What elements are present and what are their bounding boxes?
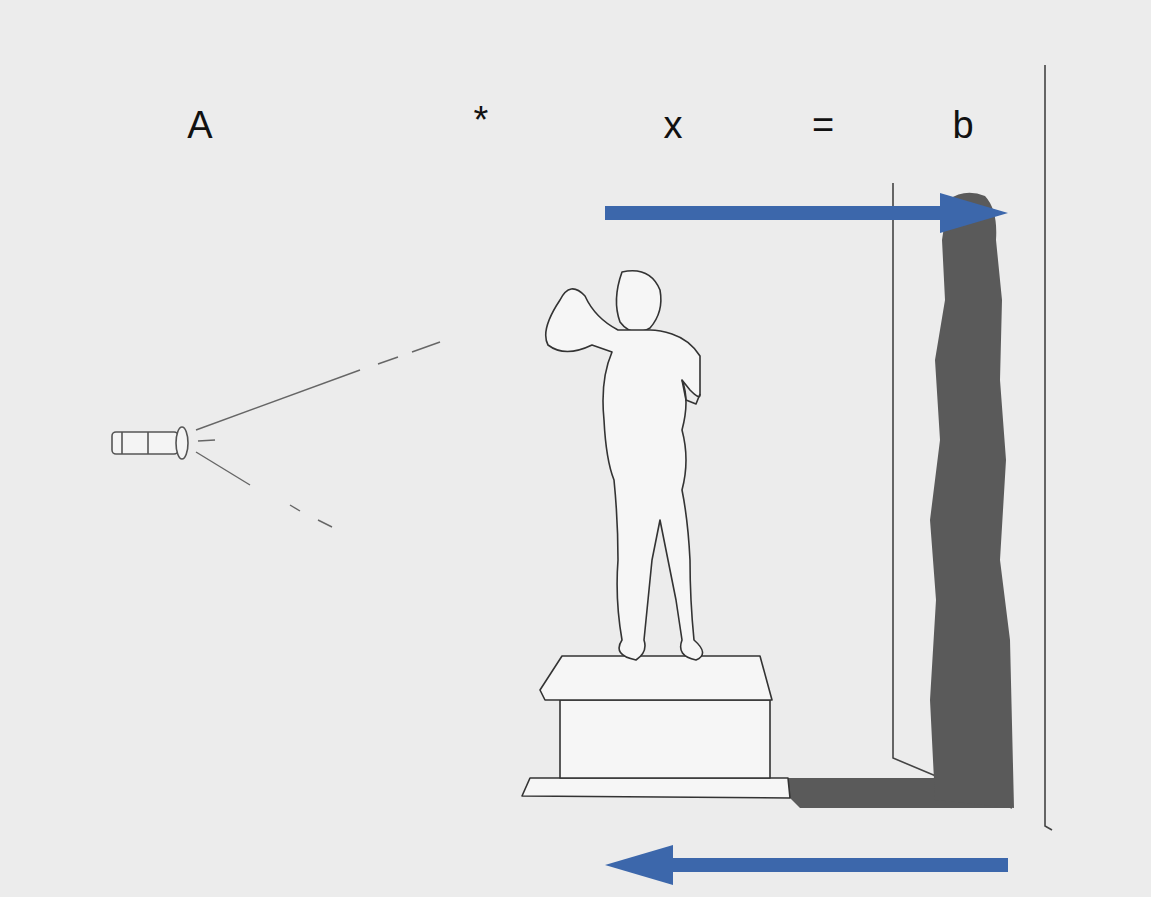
wall xyxy=(893,65,1052,830)
statue-arm xyxy=(682,380,700,404)
blue-arrow xyxy=(605,845,1008,885)
flashlight-body xyxy=(112,432,178,454)
beam-line xyxy=(196,370,360,430)
pedestal-top xyxy=(540,656,772,700)
pedestal-plinth xyxy=(522,778,790,798)
equation-symbol: * xyxy=(474,101,489,139)
arrow-head xyxy=(940,193,1008,233)
arrow-head xyxy=(605,845,673,885)
beam-dash xyxy=(290,505,300,511)
shadow xyxy=(770,193,1014,808)
light-beam xyxy=(196,342,440,527)
statue-head xyxy=(616,271,660,332)
beam-dash xyxy=(412,342,440,352)
flashlight-ring xyxy=(121,432,123,454)
beam-dash xyxy=(318,520,332,527)
equation-symbol: = xyxy=(812,106,834,144)
beam-dash xyxy=(198,440,215,441)
flashlight-ring xyxy=(147,432,149,454)
flashlight xyxy=(112,427,188,459)
beam-dash xyxy=(378,357,398,364)
wall-shadow xyxy=(930,193,1014,808)
statue-body xyxy=(546,289,703,660)
flashlight-lens xyxy=(176,427,188,459)
equation-symbol: x xyxy=(664,106,683,144)
equation-symbol: A xyxy=(187,106,212,144)
blue-arrow xyxy=(605,193,1008,233)
equation-symbol: b xyxy=(952,106,973,144)
statue xyxy=(522,271,790,798)
pedestal-block xyxy=(560,700,770,778)
arrow-shaft xyxy=(668,858,1008,872)
wall-edge-line xyxy=(1045,65,1052,830)
arrow-shaft xyxy=(605,206,945,220)
beam-line xyxy=(196,452,250,485)
